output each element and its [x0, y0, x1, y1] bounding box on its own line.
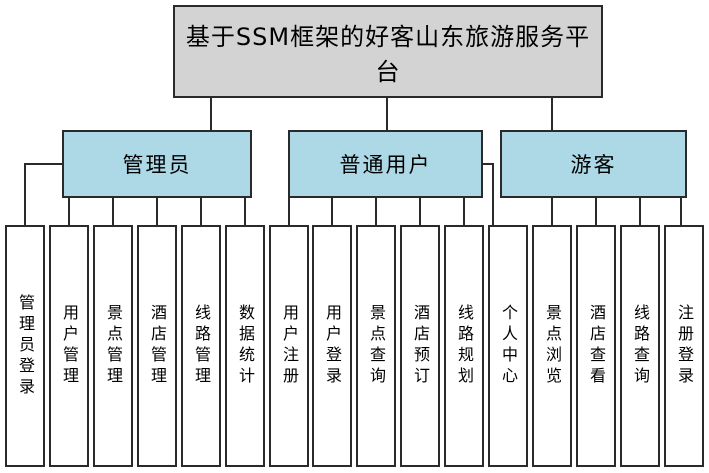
- platform-title-label: 基于SSM框架的好客山东旅游服务平台: [185, 22, 591, 86]
- node-label: 酒店预订: [411, 304, 430, 388]
- connector-admin-stub-4: [200, 198, 202, 225]
- node-label: 用户管理: [60, 304, 79, 388]
- connector-visitor-stub-3: [639, 198, 641, 225]
- node-attraction-query: 景点查询: [356, 225, 396, 467]
- connector-user-elbow-horizontal: [483, 163, 494, 165]
- node-hotel-management: 酒店管理: [137, 225, 177, 467]
- node-personal-center: 个人中心: [488, 225, 528, 467]
- group-admin-label: 管理员: [122, 153, 192, 177]
- connector-admin-elbow-vertical: [24, 163, 26, 225]
- node-label: 数据统计: [236, 304, 255, 388]
- node-group-admin: 管理员: [62, 130, 252, 198]
- node-label: 个人中心: [499, 304, 518, 388]
- node-label: 景点查询: [367, 304, 386, 388]
- connector-admin-stub-3: [156, 198, 158, 225]
- node-label: 注册登录: [675, 304, 694, 388]
- node-user-login: 用户登录: [312, 225, 352, 467]
- node-group-user: 普通用户: [288, 130, 483, 198]
- connector-visitor-stub-2: [595, 198, 597, 225]
- node-label: 景点浏览: [543, 304, 562, 388]
- node-label: 管理员登录: [16, 293, 35, 399]
- group-visitor-label: 游客: [570, 153, 617, 177]
- connector-admin-stub-1: [68, 198, 70, 225]
- node-label: 景点管理: [104, 304, 123, 388]
- node-user-register: 用户注册: [269, 225, 309, 467]
- node-register-login: 注册登录: [664, 225, 704, 467]
- connector-user-stub-5: [463, 198, 465, 225]
- node-label: 线路查询: [631, 304, 650, 388]
- connector-title-admin: [210, 98, 212, 130]
- node-label: 酒店查看: [587, 304, 606, 388]
- node-label: 线路规划: [455, 304, 474, 388]
- connector-user-elbow-vertical: [492, 163, 494, 225]
- node-hotel-booking: 酒店预订: [400, 225, 440, 467]
- node-route-planning: 线路规划: [444, 225, 484, 467]
- node-label: 用户登录: [323, 304, 342, 388]
- node-user-management: 用户管理: [49, 225, 89, 467]
- node-group-visitor: 游客: [500, 130, 687, 198]
- connector-user-stub-3: [375, 198, 377, 225]
- node-hotel-view: 酒店查看: [576, 225, 616, 467]
- connector-title-user: [386, 98, 388, 130]
- node-route-query: 线路查询: [620, 225, 660, 467]
- node-attraction-management: 景点管理: [93, 225, 133, 467]
- connector-admin-elbow-horizontal: [24, 163, 62, 165]
- group-user-label: 普通用户: [339, 153, 432, 177]
- node-label: 用户注册: [280, 304, 299, 388]
- connector-admin-stub-2: [112, 198, 114, 225]
- connector-visitor-stub-1: [551, 198, 553, 225]
- connector-user-stub-1: [288, 198, 290, 225]
- node-data-statistics: 数据统计: [225, 225, 265, 467]
- connector-title-visitor: [551, 98, 553, 130]
- node-platform-title: 基于SSM框架的好客山东旅游服务平台: [173, 5, 603, 98]
- connector-admin-stub-5: [244, 198, 246, 225]
- node-attraction-browse: 景点浏览: [532, 225, 572, 467]
- connector-visitor-stub-4: [680, 198, 682, 225]
- connector-user-stub-2: [331, 198, 333, 225]
- connector-user-stub-4: [419, 198, 421, 225]
- node-admin-login: 管理员登录: [5, 225, 45, 467]
- node-route-management: 线路管理: [181, 225, 221, 467]
- node-label: 酒店管理: [148, 304, 167, 388]
- node-label: 线路管理: [192, 304, 211, 388]
